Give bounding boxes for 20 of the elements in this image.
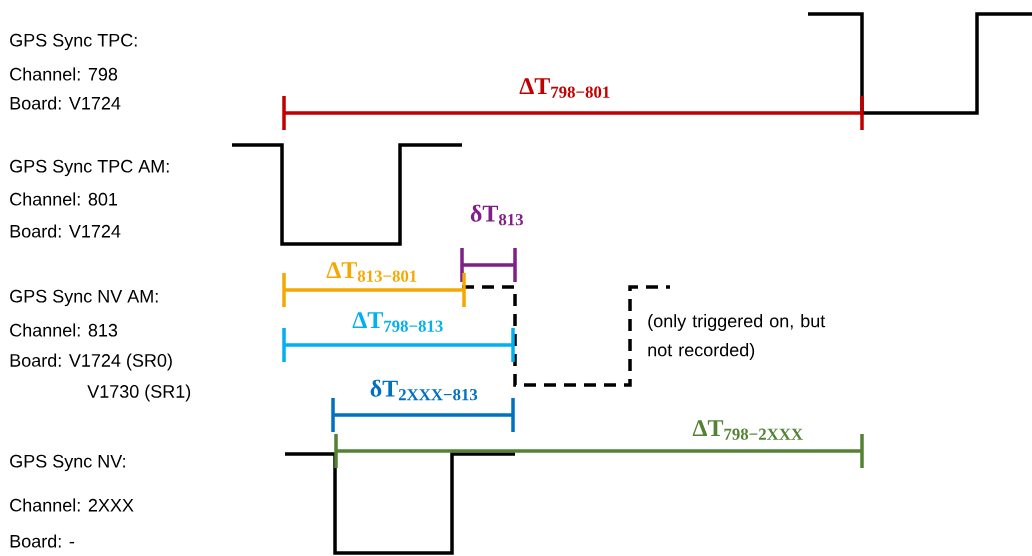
signal-label: Channel: 801 xyxy=(10,192,118,206)
signal-label: Board: V1724 (SR0) xyxy=(10,353,172,371)
signal-label: GPS Sync TPC AM: xyxy=(10,159,169,177)
signal-label: V1730 (SR1) xyxy=(87,384,191,402)
signal-label: Board: V1724 xyxy=(10,96,121,110)
interval-label: ΔT$_{798−801}$ xyxy=(519,78,610,98)
interval-label: δT$_{813}$ xyxy=(470,204,523,226)
signal-label: Board: - xyxy=(10,534,75,548)
interval-label: ΔT$_{798−2XXX}$ xyxy=(692,420,803,440)
interval-label: ΔT$_{813−801}$ xyxy=(326,262,417,282)
interval-label: ΔT$_{798−813}$ xyxy=(352,312,443,332)
signal-label: Channel: 2XXX xyxy=(10,498,134,512)
signal-label: GPS Sync NV AM: xyxy=(10,289,158,307)
signal-label: Channel: 813 xyxy=(10,323,118,337)
signal-label: GPS Sync NV: xyxy=(10,454,125,472)
signal-label: Channel: 798 xyxy=(10,67,118,81)
signal-label: GPS Sync TPC: xyxy=(10,33,137,51)
signal-label: Board: V1724 xyxy=(10,224,121,238)
note-text: (only triggered on, but not recorded) xyxy=(648,314,826,360)
interval-label: δT$_{2XXX−813}$ xyxy=(370,379,478,401)
